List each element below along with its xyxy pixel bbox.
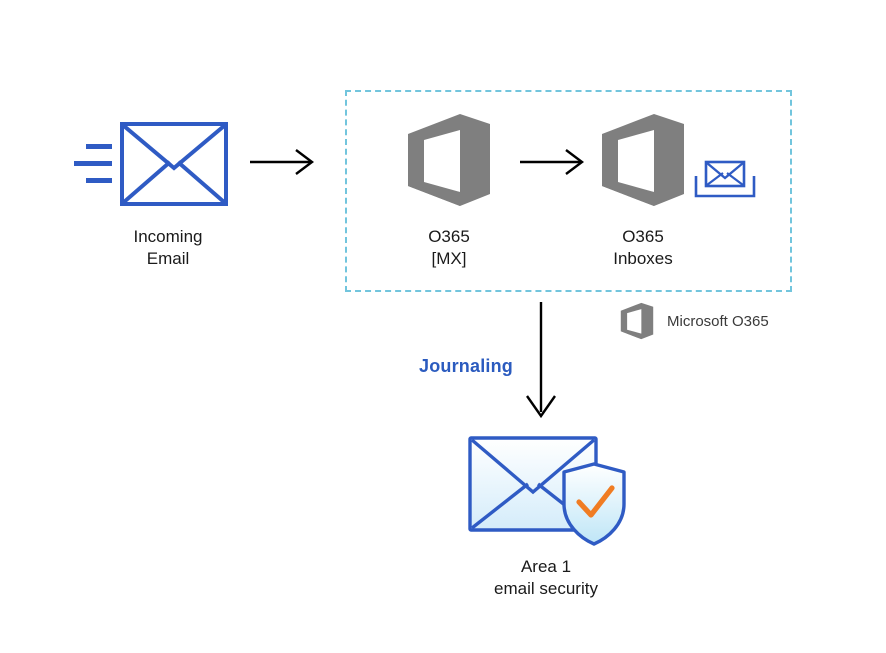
arrow-head bbox=[565, 149, 584, 175]
motion-line-top bbox=[86, 144, 112, 149]
incoming-email-icon-group bbox=[70, 118, 230, 210]
envelope-with-motion-lines-icon bbox=[74, 122, 228, 206]
area1-envelope-flap bbox=[470, 438, 596, 495]
o365-bottom-fold bbox=[620, 331, 642, 340]
o365-inboxes-icon-group bbox=[600, 112, 686, 208]
o365-inner-panel bbox=[618, 130, 654, 192]
incoming-email-label: Incoming Email bbox=[133, 227, 203, 268]
area1-icon-group bbox=[466, 432, 632, 548]
legend-o365-icon-group bbox=[620, 302, 654, 340]
inbox-tray-envelope-icon bbox=[694, 160, 756, 198]
journaling-edge-label: Journaling bbox=[419, 356, 514, 376]
o365-inner-panel bbox=[424, 130, 460, 192]
motion-line-middle bbox=[74, 161, 112, 166]
motion-line-bottom bbox=[86, 178, 112, 183]
envelope-flap bbox=[122, 124, 226, 171]
o365-bottom-fold bbox=[408, 186, 460, 206]
inbox-envelope-diagonal-right bbox=[726, 172, 744, 186]
o365-inner-panel bbox=[627, 309, 642, 334]
o365-inboxes-label: O365 Inboxes bbox=[613, 227, 673, 268]
office-365-logo-icon bbox=[408, 114, 490, 206]
arrow-head bbox=[526, 395, 556, 419]
o365-mx-label: O365 [MX] bbox=[428, 227, 470, 268]
envelope-diagonal-left bbox=[122, 160, 172, 204]
legend-item-label: Microsoft O365 bbox=[667, 313, 769, 330]
arrow-incoming-to-mx bbox=[248, 145, 320, 179]
check-icon bbox=[576, 485, 615, 518]
arrow-mx-to-inboxes bbox=[518, 145, 590, 179]
inbox-tray-envelope-icon-group bbox=[694, 158, 756, 202]
arrow-inboxes-to-area1 bbox=[516, 300, 566, 424]
area1-envelope-diagonal-left bbox=[470, 482, 530, 530]
o365-bottom-fold bbox=[602, 186, 654, 206]
area1-label: Area 1 email security bbox=[494, 557, 598, 598]
envelope-with-shield-check-icon bbox=[468, 436, 626, 546]
inbox-envelope-diagonal-left bbox=[706, 172, 724, 186]
inbox-envelope-flap bbox=[706, 162, 744, 180]
microsoft-o365-boundary-box bbox=[345, 90, 792, 292]
o365-mx-icon-group bbox=[406, 112, 492, 208]
shield-icon bbox=[562, 462, 626, 546]
envelope-diagonal-right bbox=[176, 160, 226, 204]
office-365-logo-icon bbox=[602, 114, 684, 206]
office-365-logo-icon bbox=[620, 302, 654, 340]
arrow-head bbox=[295, 149, 314, 175]
